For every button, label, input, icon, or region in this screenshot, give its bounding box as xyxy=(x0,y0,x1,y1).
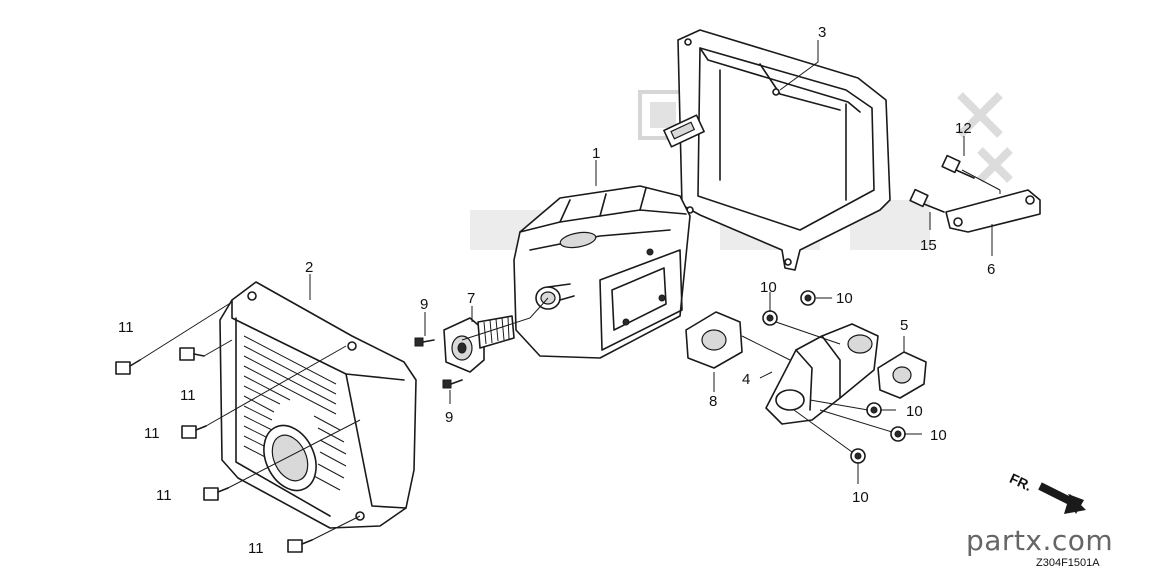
callout-11-b: 11 xyxy=(180,387,196,404)
bolt-9-lower xyxy=(442,379,463,389)
part-4-exhaust-pipe xyxy=(765,323,879,425)
callout-15: 15 xyxy=(920,237,937,254)
bolt-9-upper xyxy=(414,337,435,347)
part-6-stay xyxy=(945,189,1041,233)
callout-11-e: 11 xyxy=(248,540,264,557)
callout-labels: 1 2 3 4 5 6 7 8 9 9 10 10 10 10 10 11 11… xyxy=(118,24,995,557)
callout-1: 1 xyxy=(592,145,600,162)
diagram-code: Z304F1501A xyxy=(1036,557,1100,569)
part-7-spark-arrester xyxy=(443,315,515,373)
callout-11-a: 11 xyxy=(118,319,134,336)
nut-10-a xyxy=(800,290,816,306)
part-8-gasket xyxy=(685,311,743,369)
callout-12: 12 xyxy=(955,120,972,137)
bolt-11-a xyxy=(115,359,141,375)
site-watermark: partx.com xyxy=(966,524,1114,557)
callout-9-upper: 9 xyxy=(420,296,428,313)
nut-10-d xyxy=(890,426,906,442)
callout-5: 5 xyxy=(900,317,908,334)
front-direction-arrow xyxy=(1038,482,1086,514)
callout-10-b: 10 xyxy=(836,290,853,307)
callout-10-c: 10 xyxy=(906,403,923,420)
callout-3: 3 xyxy=(818,24,826,41)
callout-10-d: 10 xyxy=(930,427,947,444)
callout-10-a: 10 xyxy=(760,279,777,296)
callout-10-e: 10 xyxy=(852,489,869,506)
part-3-muffler-protector xyxy=(663,29,891,271)
leader-lines xyxy=(139,40,1001,541)
bolt-11-e xyxy=(287,539,313,553)
callout-2: 2 xyxy=(305,259,313,276)
nut-10-c xyxy=(866,402,882,418)
nut-10-e xyxy=(850,448,866,464)
bolt-11-b xyxy=(179,347,205,361)
callout-8: 8 xyxy=(709,393,717,410)
callout-9-lower: 9 xyxy=(445,409,453,426)
callout-11-d: 11 xyxy=(156,487,172,504)
callout-11-c: 11 xyxy=(144,425,160,442)
bolt-11-c xyxy=(181,425,207,439)
callout-7: 7 xyxy=(467,290,475,307)
nut-10-b xyxy=(762,310,778,326)
part-2-muffler-cover xyxy=(219,281,417,529)
part-5-gasket xyxy=(877,351,927,399)
part-1-muffler xyxy=(513,185,691,359)
callout-6: 6 xyxy=(987,261,995,278)
callout-4: 4 xyxy=(742,371,750,388)
bolt-15 xyxy=(909,188,945,213)
bolt-12 xyxy=(941,154,975,179)
bolt-11-d xyxy=(203,487,229,501)
